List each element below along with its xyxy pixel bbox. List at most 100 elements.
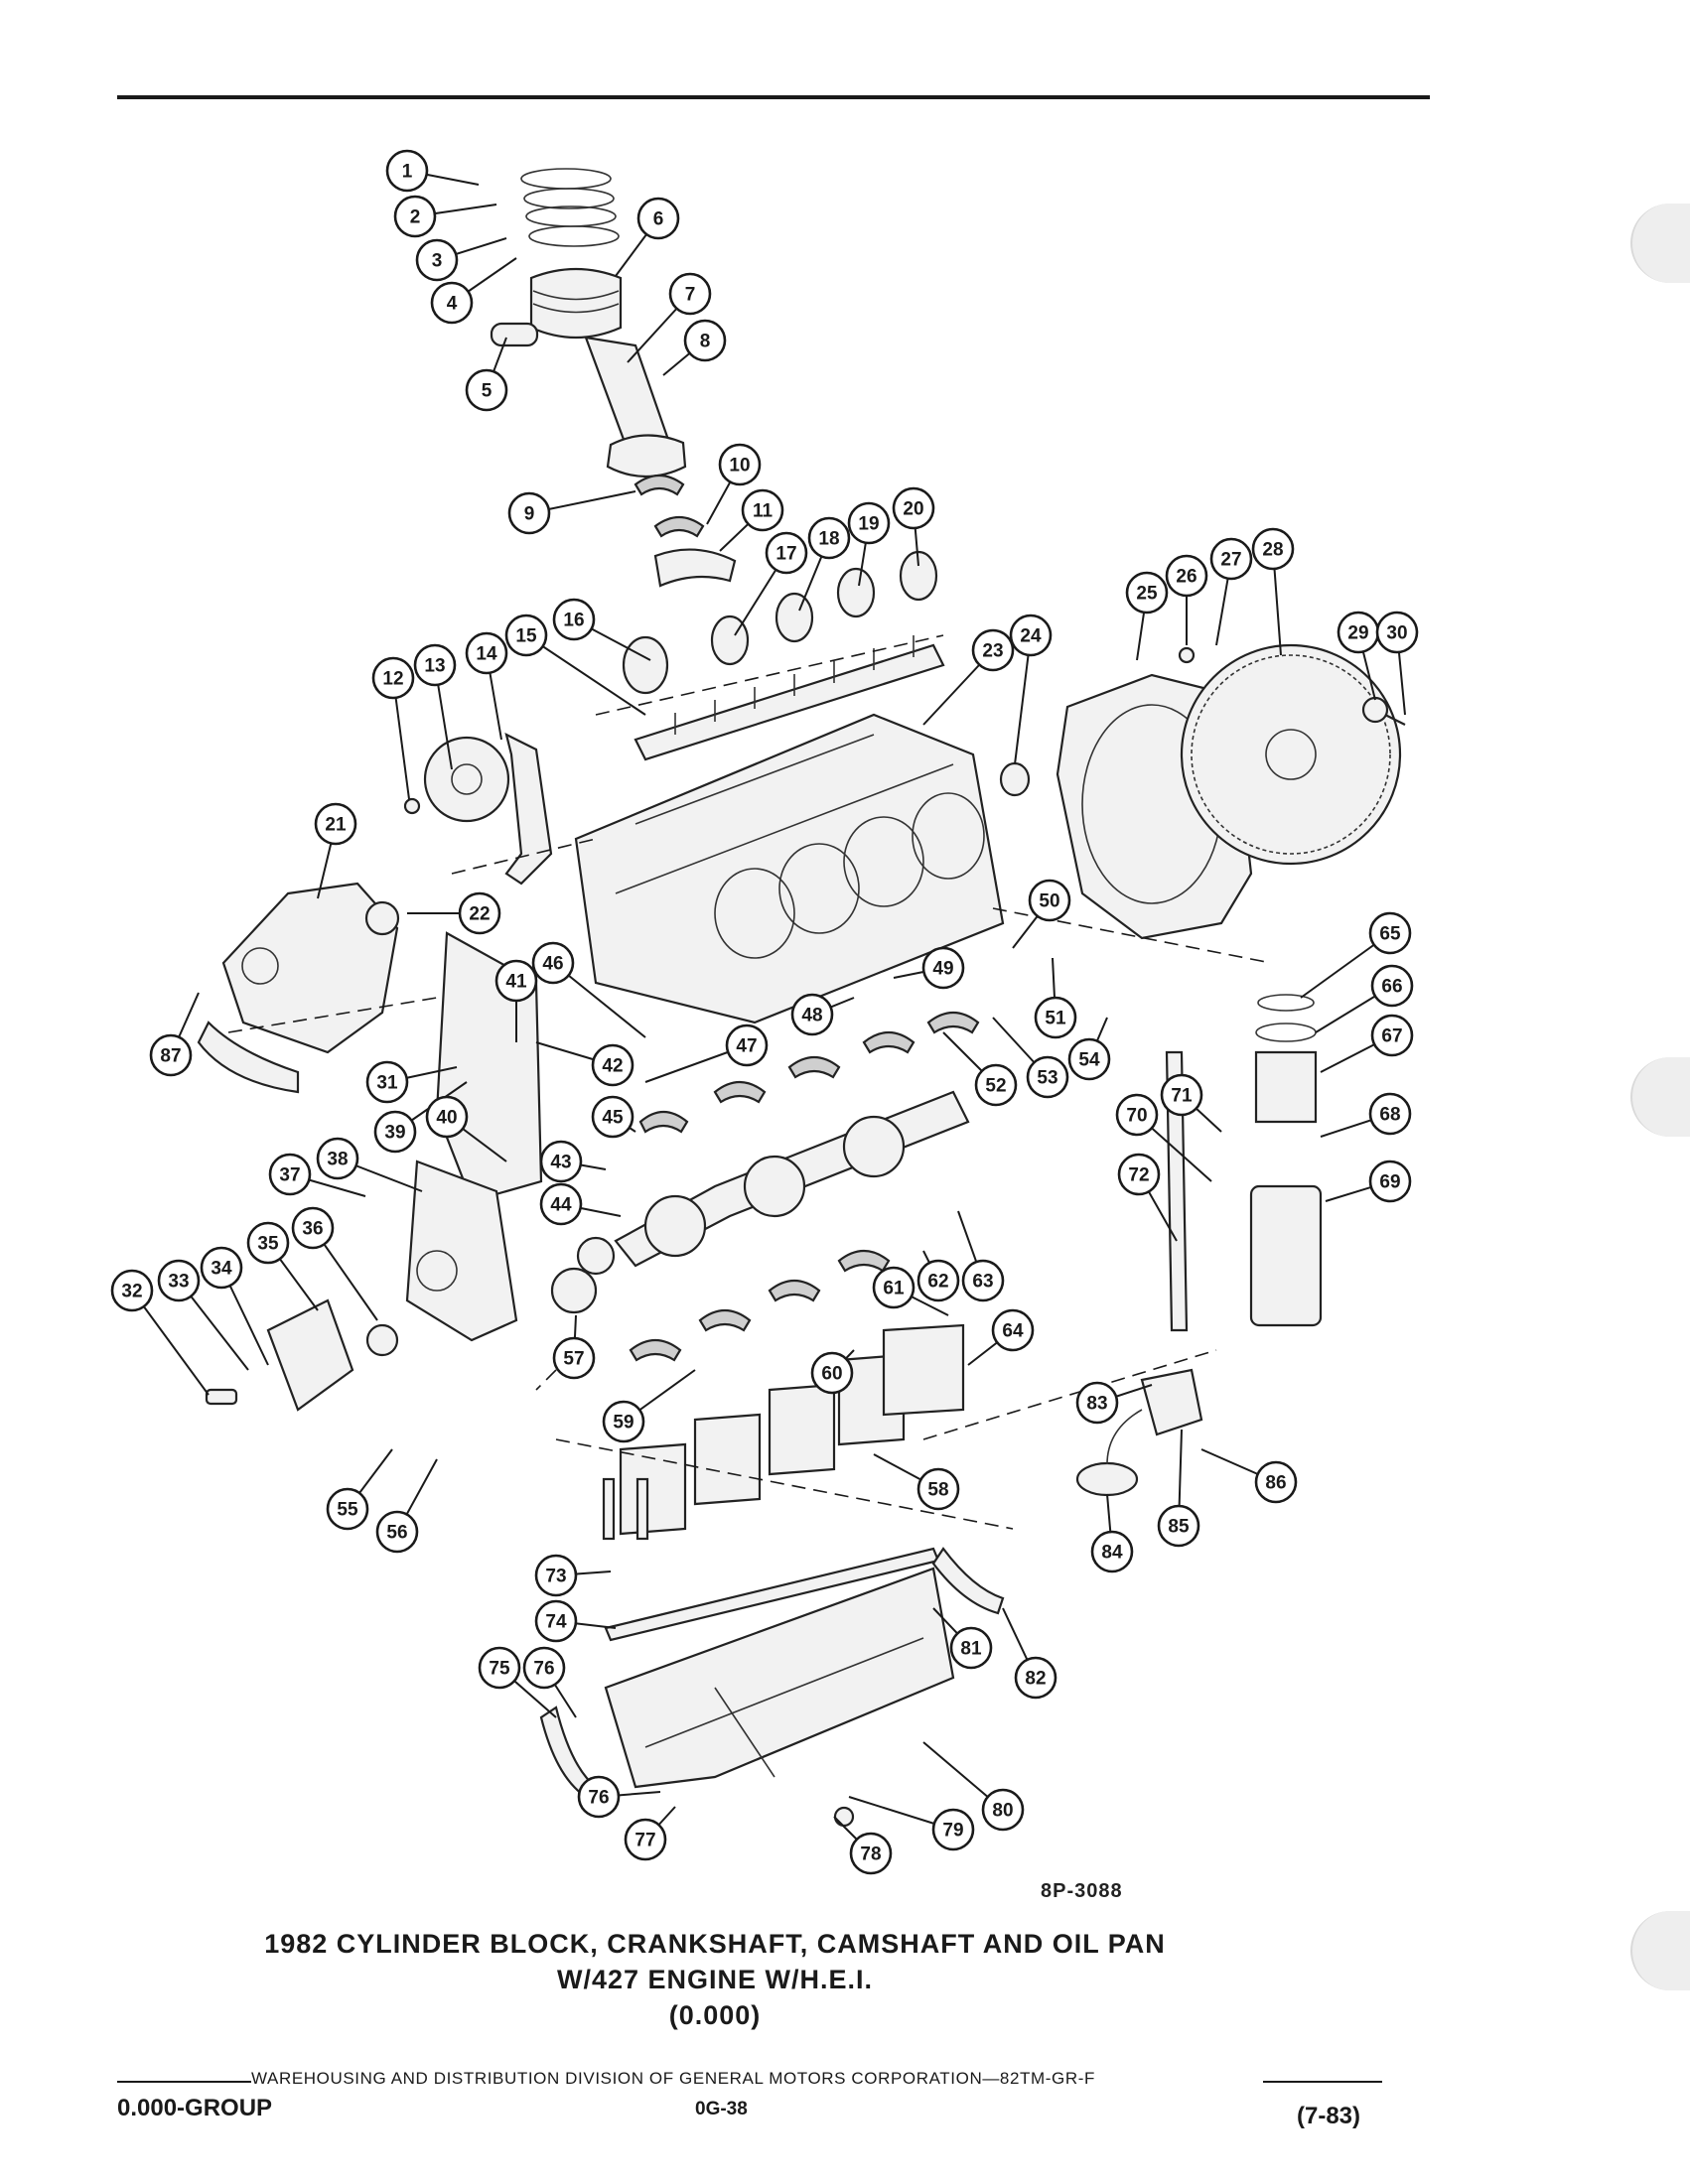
callout-circle (1090, 1530, 1134, 1573)
cam-bearing-5 (622, 635, 669, 695)
callout-3: 3 (415, 238, 459, 282)
callout-69: 69 (1368, 1160, 1412, 1203)
callout-circle (465, 368, 508, 412)
callout-circle (974, 1063, 1018, 1107)
callout-6: 6 (636, 197, 680, 240)
callout-number: 73 (545, 1567, 566, 1587)
callout-number: 80 (992, 1801, 1013, 1822)
callout-number: 38 (327, 1150, 348, 1170)
alignment-lines (227, 634, 1272, 1530)
oil-pump-shaft (1165, 1050, 1189, 1332)
callout-circle (326, 1487, 369, 1531)
callout-53: 53 (1026, 1055, 1069, 1099)
callout-30: 30 (1375, 611, 1419, 654)
callout-circle (534, 1554, 578, 1597)
callout-number: 24 (1020, 626, 1042, 647)
callout-circle (718, 443, 762, 486)
binder-hole-middle (1630, 1057, 1690, 1137)
callout-32-leader (131, 1290, 210, 1396)
callout-number: 19 (858, 514, 879, 535)
callout-numbers: 1234567891011121314151617181920212223242… (110, 149, 1419, 1875)
cylinder-bore-1 (714, 868, 795, 959)
oil-pump (1140, 1368, 1203, 1436)
callout-number: 55 (337, 1500, 358, 1521)
callout-circle (458, 891, 501, 935)
callout-number: 39 (384, 1123, 405, 1144)
callout-63: 63 (961, 1259, 1005, 1302)
callout-circle (385, 149, 429, 193)
callout-number: 50 (1039, 891, 1059, 912)
callout-circle (1014, 1656, 1057, 1700)
callout-4: 4 (430, 281, 474, 325)
callout-circle (430, 281, 474, 325)
callout-2: 2 (393, 195, 437, 238)
callout-21: 21 (314, 802, 357, 846)
callout-16: 16 (552, 598, 596, 641)
callout-circle (268, 1153, 312, 1196)
callout-76: 76 (577, 1775, 621, 1819)
callout-28: 28 (1251, 527, 1295, 571)
callout-circle (1125, 571, 1169, 614)
callout-circle (591, 1095, 634, 1139)
callout-number: 54 (1078, 1050, 1100, 1071)
callout-number: 84 (1101, 1543, 1123, 1564)
callout-23: 23 (971, 628, 1015, 672)
callout-circle (949, 1626, 993, 1670)
main-cap-2 (693, 1413, 762, 1506)
piston-ring-second (523, 188, 615, 209)
callout-number: 15 (515, 626, 537, 647)
callout-number: 70 (1126, 1106, 1147, 1127)
callout-81: 81 (949, 1626, 993, 1670)
callout-43: 43 (539, 1140, 583, 1183)
callout-number: 61 (883, 1279, 905, 1299)
timing-chain (504, 732, 553, 886)
callout-number: 4 (447, 294, 458, 315)
callout-circle (316, 1137, 359, 1180)
callout-number: 28 (1262, 540, 1283, 561)
callout-68: 68 (1368, 1092, 1412, 1136)
callout-78: 78 (849, 1832, 893, 1875)
callout-circle (552, 598, 596, 641)
callout-circle (1251, 527, 1295, 571)
callout-circle (1370, 1014, 1414, 1057)
crank-snout (576, 1236, 616, 1276)
cylinder-block (574, 713, 1005, 1024)
water-pump (221, 882, 399, 1054)
callout-13: 13 (413, 643, 457, 687)
cylinder-bore-4 (912, 792, 985, 880)
callout-circle (504, 614, 548, 657)
callout-circle (981, 1788, 1025, 1832)
callout-number: 29 (1347, 623, 1368, 644)
callout-number: 75 (489, 1659, 510, 1680)
callout-57: 57 (552, 1336, 596, 1380)
callout-15-leader (525, 634, 646, 716)
callout-circle (539, 1140, 583, 1183)
callout-79: 79 (931, 1808, 975, 1851)
callout-number: 31 (376, 1073, 398, 1094)
callout-74: 74 (534, 1599, 578, 1643)
callout-85: 85 (1157, 1504, 1200, 1548)
callout-5: 5 (465, 368, 508, 412)
callout-number: 82 (1025, 1669, 1046, 1690)
callout-24: 24 (1009, 614, 1053, 657)
callout-circle (373, 1110, 417, 1154)
callout-circle (810, 1351, 854, 1395)
callout-number: 25 (1136, 584, 1158, 605)
callout-31: 31 (365, 1060, 409, 1104)
callout-circle (961, 1259, 1005, 1302)
crank-throw-3 (842, 1115, 906, 1178)
callout-number: 86 (1265, 1473, 1286, 1494)
callout-circle (1034, 996, 1077, 1039)
cam-bearing-2 (775, 592, 814, 643)
crank-throw-2 (743, 1155, 806, 1218)
callout-number: 35 (257, 1234, 279, 1255)
rod-cap (606, 434, 687, 478)
callout-number: 32 (121, 1282, 142, 1302)
sprocket-bolt (403, 797, 421, 815)
callout-circle (478, 1646, 521, 1690)
harmonic-balancer (266, 1298, 354, 1412)
oil-ring-rail (525, 205, 617, 227)
callout-19: 19 (847, 501, 891, 545)
callout-number: 2 (410, 207, 421, 228)
top-rule (117, 95, 1430, 99)
